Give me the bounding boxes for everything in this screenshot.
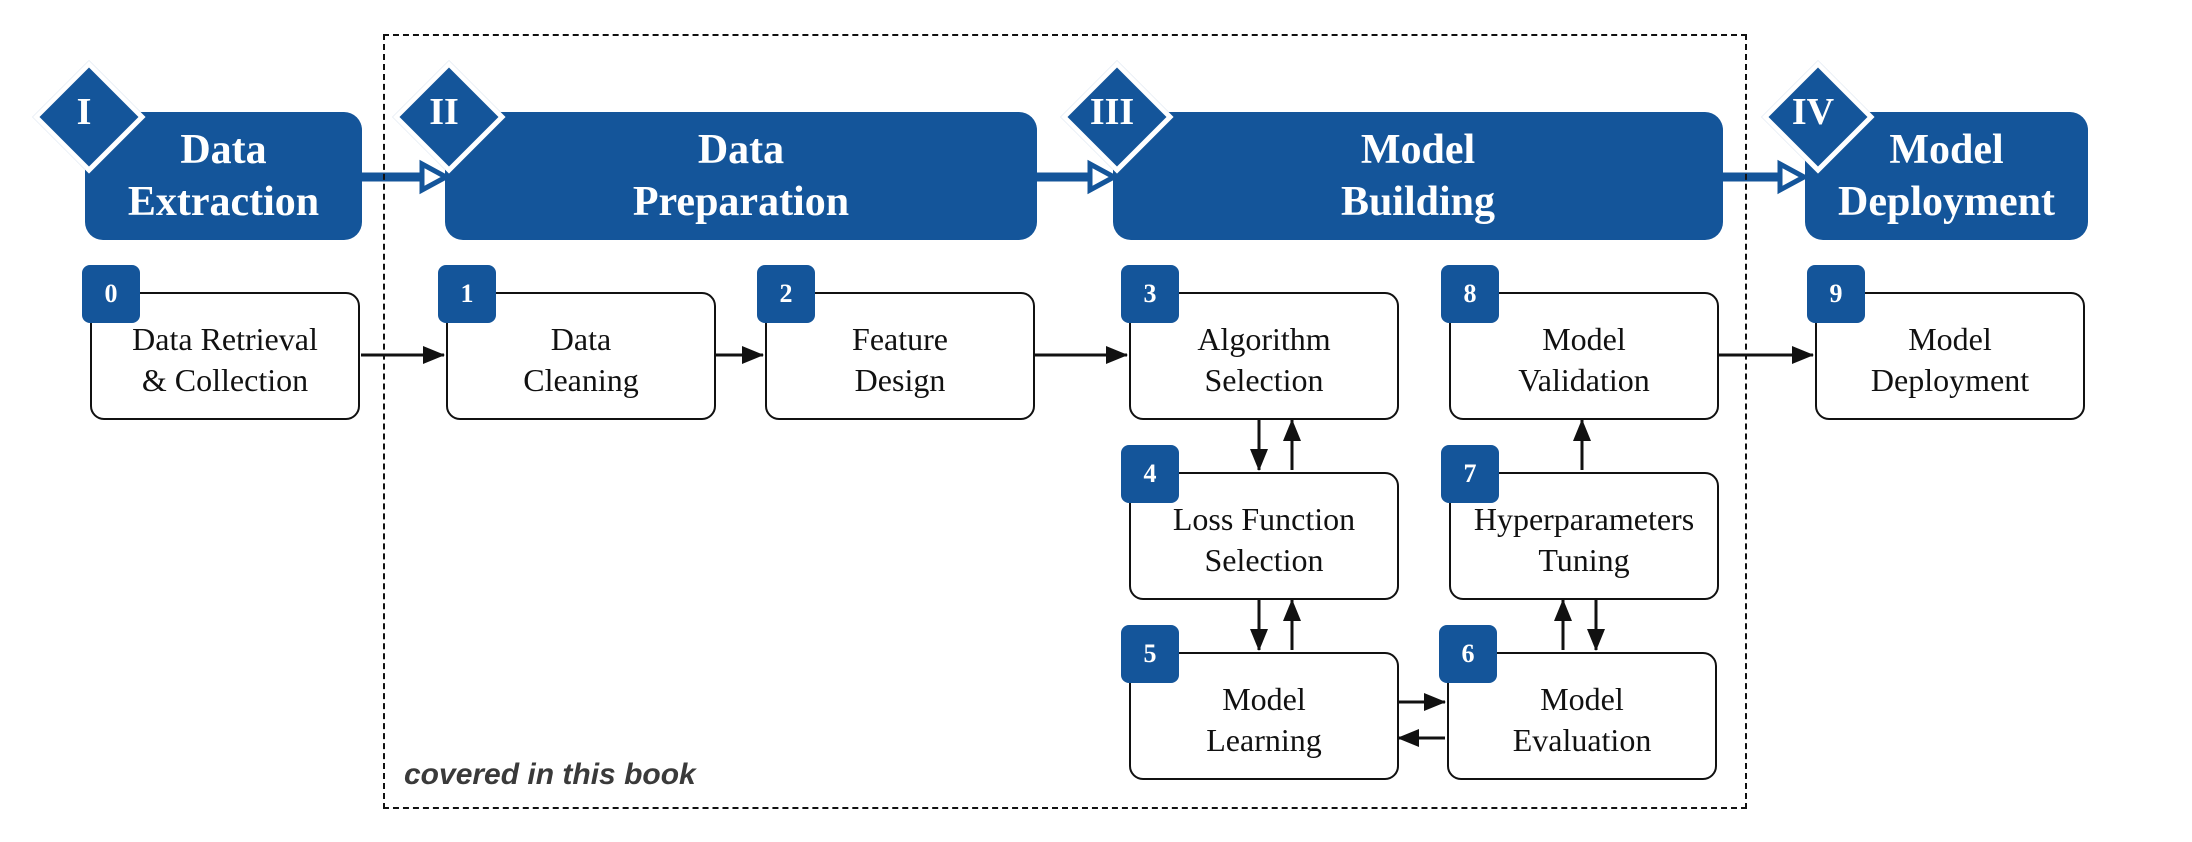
phase-diamond-4: IV: [1761, 60, 1875, 174]
phase-line2: Preparation: [632, 179, 850, 225]
step-line2: Deployment: [1870, 362, 2030, 398]
phase-line1: Model: [1889, 127, 2004, 173]
phase-arrow-2-3: [1036, 159, 1120, 195]
step-line2: Tuning: [1538, 542, 1630, 578]
step-number-badge: 3: [1121, 265, 1179, 323]
step-line1: Model: [1908, 321, 1992, 357]
phase-arrow-3-4: [1722, 159, 1810, 195]
step-number-badge: 0: [82, 265, 140, 323]
step-line1: Model: [1542, 321, 1626, 357]
step-number-badge: 2: [757, 265, 815, 323]
step-line1: Data Retrieval: [132, 321, 318, 357]
step-line1: Model: [1540, 681, 1624, 717]
step-number-badge: 7: [1441, 445, 1499, 503]
phase-data-preparation: Data Preparation: [445, 112, 1037, 240]
step-line2: & Collection: [141, 362, 309, 398]
step-line2: Evaluation: [1512, 722, 1652, 758]
step-line1: Loss Function: [1172, 501, 1356, 537]
phase-numeral: III: [1089, 91, 1135, 133]
step-number-badge: 9: [1807, 265, 1865, 323]
step-box-0: Data Retrieval & Collection: [90, 292, 360, 420]
phase-numeral: II: [429, 91, 459, 133]
step-number-badge: 4: [1121, 445, 1179, 503]
step-line2: Cleaning: [523, 362, 639, 398]
step-line1: Data: [550, 321, 612, 357]
phase-line1: Data: [697, 127, 785, 173]
step-line2: Design: [854, 362, 946, 398]
phase-line2: Extraction: [127, 179, 320, 225]
step-number-badge: 6: [1439, 625, 1497, 683]
phase-diamond-1: I: [32, 60, 146, 174]
covered-label: covered in this book: [404, 758, 696, 791]
covered-scope-box: [383, 34, 1747, 809]
step-line1: Model: [1222, 681, 1306, 717]
phase-diamond-3: III: [1060, 60, 1174, 174]
phase-line2: Building: [1340, 179, 1496, 225]
step-line1: Hyperparameters: [1473, 501, 1695, 537]
step-number-badge: 8: [1441, 265, 1499, 323]
step-line1: Feature: [852, 321, 948, 357]
step-box-8: Model Validation: [1449, 292, 1719, 420]
phase-line1: Model: [1360, 127, 1476, 173]
phase-arrow-1-2: [361, 159, 452, 195]
step-box-2: Feature Design: [765, 292, 1035, 420]
phase-numeral: IV: [1791, 91, 1835, 133]
step-line1: Algorithm: [1197, 321, 1331, 357]
step-number-badge: 1: [438, 265, 496, 323]
step-line2: Learning: [1206, 722, 1322, 758]
step-line2: Selection: [1204, 542, 1324, 578]
step-number-badge: 5: [1121, 625, 1179, 683]
step-line2: Selection: [1204, 362, 1324, 398]
phase-diamond-2: II: [392, 60, 506, 174]
phase-line2: Deployment: [1838, 179, 2055, 225]
step-line2: Validation: [1518, 362, 1650, 398]
phase-line1: Data: [180, 127, 267, 173]
phase-model-building: Model Building: [1113, 112, 1723, 240]
phase-numeral: I: [76, 91, 92, 133]
phase-data-extraction: Data Extraction: [85, 112, 362, 240]
